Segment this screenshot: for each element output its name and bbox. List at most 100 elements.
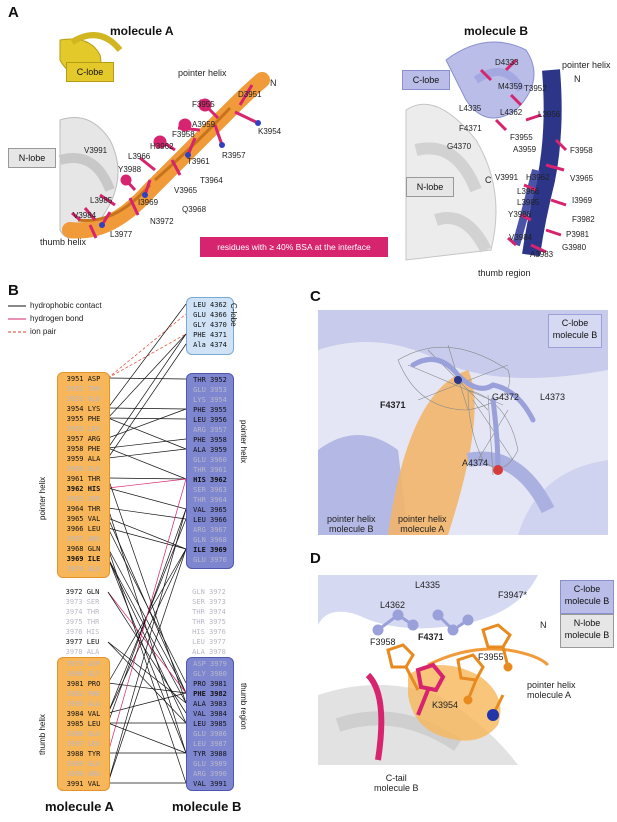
residue-row: 3974 THR <box>65 608 100 616</box>
residue-row: 3978 ALA <box>65 648 100 656</box>
contact-line <box>107 343 187 459</box>
residue-row: 3975 THR <box>65 618 100 626</box>
res-b-v3965: V3965 <box>570 174 594 183</box>
contact-line <box>107 313 187 379</box>
n-lobe-label-b: N-lobe <box>406 177 454 197</box>
contact-line <box>107 333 187 419</box>
contact-line <box>107 417 187 450</box>
contact-line <box>107 507 187 520</box>
res-b-m4359: M4359 <box>498 82 523 91</box>
residue-row: ARG 3990 <box>193 770 227 778</box>
res-b-v3984: V3984 <box>509 233 533 242</box>
residue-row: 3966 LEU <box>66 525 101 533</box>
residue-row: LEU 3985 <box>193 720 227 728</box>
residue-row: 3958 PHE <box>66 445 101 453</box>
label-k3954-d: K3954 <box>432 700 459 710</box>
ph-mola-label-d: pointer helix molecule A <box>527 680 576 700</box>
residue-row: PHE 3958 <box>193 436 227 444</box>
contact-line <box>107 692 187 714</box>
res-b-d4333: D4333 <box>495 58 519 67</box>
residue-row: 3954 LYS <box>66 405 101 413</box>
molecule-a-title: molecule A <box>110 24 174 38</box>
residue-row: 3951 ASP <box>66 375 101 383</box>
residue-row: PHE 3955 <box>193 406 227 414</box>
contact-line <box>107 548 187 784</box>
ph-molb-label-c: pointer helix molecule B <box>327 514 376 534</box>
residue-row: THR 3975 <box>192 618 226 626</box>
c-lobe-res: Ala 4374 <box>193 341 227 349</box>
res-a-h3962: H3962 <box>150 142 174 151</box>
residue-row: LEU 3966 <box>193 516 227 524</box>
residue-row: VAL 3965 <box>193 506 227 514</box>
label-a4374: A4374 <box>462 458 489 468</box>
label-f4371-d: F4371 <box>418 632 444 642</box>
c-terminus-b: C <box>485 175 492 185</box>
label-f3947-d: F3947* <box>498 590 528 600</box>
pointer-helix-label-b: pointer helix <box>562 60 611 70</box>
residue-row: 3963 SER <box>66 495 101 503</box>
res-b-y3988: Y3988 <box>508 210 532 219</box>
res-b-l3985: L3985 <box>517 198 540 207</box>
label-f4371-c: F4371 <box>380 400 406 410</box>
ph-mola-label-c: pointer helix molecule A <box>398 514 447 534</box>
residue-row: 3973 SER <box>65 598 100 606</box>
n-lobe-molb-box-d: N-lobe molecule B <box>560 614 614 648</box>
residue-row: GLY 3980 <box>193 670 227 678</box>
residue-row: SER 3973 <box>192 598 226 606</box>
c-lobe-res: GLU 4366 <box>193 311 227 319</box>
residue-row: ALA 3983 <box>193 700 227 708</box>
residue-row: GLN 3968 <box>193 536 227 544</box>
res-a-v3965: V3965 <box>174 186 198 195</box>
ctail-molb-label-d: C-tail molecule B <box>374 773 419 793</box>
residue-row: THR 3952 <box>193 376 227 384</box>
contact-line <box>107 407 187 410</box>
residue-row: GLU 3986 <box>193 730 227 738</box>
c-lobe-res: GLY 4370 <box>193 321 227 329</box>
residue-row: 3955 PHE <box>66 415 101 423</box>
label-l4362-d: L4362 <box>380 600 406 610</box>
molecule-b-title: molecule B <box>464 24 529 38</box>
residue-row: LEU 3987 <box>193 740 227 748</box>
residue-row: 3959 ALA <box>66 455 101 463</box>
residue-row: 3969 ILE <box>66 555 101 563</box>
res-a-t3961: T3961 <box>187 157 210 166</box>
residue-row: 3981 PRO <box>66 680 101 688</box>
contact-line <box>107 508 187 784</box>
contact-line <box>107 591 187 694</box>
residue-row: TYR 3988 <box>193 750 227 758</box>
res-a-r3957: R3957 <box>222 151 246 160</box>
res-a-v3984: V3984 <box>73 211 97 220</box>
residue-row: HIS 3962 <box>193 476 227 484</box>
residue-row: PRO 3981 <box>193 680 227 688</box>
residue-row: 3980 GLY <box>66 670 101 678</box>
contact-legend-symbols <box>8 305 26 333</box>
contact-line <box>107 408 187 439</box>
residue-row: 3962 HIS <box>66 485 101 493</box>
residue-row: ALA 3978 <box>192 648 226 656</box>
contact-line <box>107 447 187 480</box>
contact-line <box>107 507 187 754</box>
molecule-b-bottom-label: molecule B <box>172 799 242 814</box>
residue-row: 3972 GLN <box>65 588 100 596</box>
c-lobe-label-b: C-lobe <box>402 70 450 90</box>
pointer-helix-b-side: pointer helix <box>239 420 248 464</box>
contact-line <box>107 487 187 510</box>
res-b-l4335: L4335 <box>459 104 482 113</box>
residue-row: 3979 ASP <box>66 660 101 668</box>
res-b-f3955: F3955 <box>510 133 533 142</box>
panel-b-letter: B <box>8 282 19 299</box>
n-terminus-b: N <box>574 74 581 84</box>
residue-row: 3988 TYR <box>66 750 101 758</box>
panel-a-letter: A <box>8 4 19 21</box>
residue-row: GLU 3970 <box>193 556 227 564</box>
label-n-term-d: N <box>540 620 547 630</box>
contact-line <box>107 722 187 754</box>
res-a-q3968: Q3968 <box>182 205 207 214</box>
contact-line <box>107 417 187 420</box>
legend-hydrophobic: hydrophobic contact <box>30 301 102 310</box>
residue-row: ILE 3969 <box>193 546 227 554</box>
residue-row: LEU 3977 <box>192 638 226 646</box>
res-b-g3980: G3980 <box>562 243 587 252</box>
